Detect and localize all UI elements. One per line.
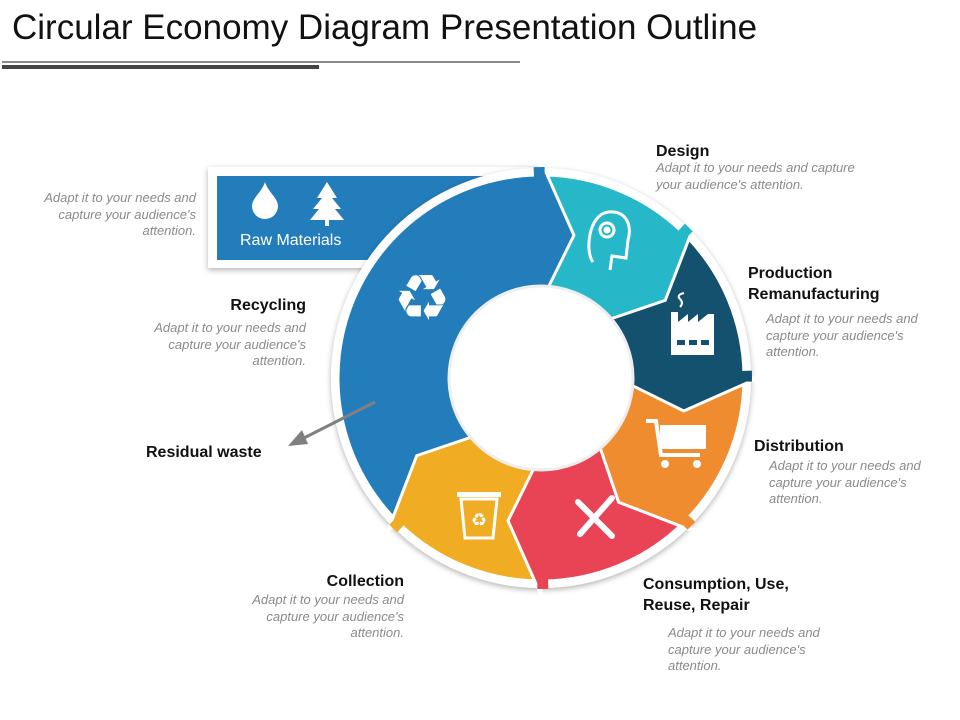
- distribution-heading: Distribution: [754, 438, 844, 455]
- distribution-description: Adapt it to your needs and capture your …: [769, 458, 921, 506]
- tree-icon: [310, 182, 344, 226]
- consumption-heading: Consumption, Use, Reuse, Repair: [643, 576, 789, 614]
- raw-materials-label: Raw Materials: [240, 232, 341, 249]
- raw-materials-description: Adapt it to your needs and capture your …: [44, 190, 196, 238]
- water-drop-icon: [252, 182, 278, 219]
- collection-description: Adapt it to your needs and capture your …: [252, 592, 404, 640]
- production-heading: Production Remanufacturing: [748, 265, 880, 303]
- tools-icon: [575, 495, 615, 539]
- arrowhead-joint-design: [596, 223, 693, 322]
- arrowhead-joint-recycling: [533, 167, 545, 297]
- residual-waste-arrow: [301, 400, 376, 441]
- recycling-heading: Recycling: [230, 297, 306, 314]
- residual-waste-arrowhead: [288, 430, 308, 446]
- title-rule-thin: [2, 61, 520, 63]
- production-description: Adapt it to your needs and capture your …: [766, 311, 918, 359]
- recycling-description: Adapt it to your needs and capture your …: [154, 320, 306, 368]
- factory-windows: [677, 340, 709, 345]
- recycle-icon: ♻: [393, 262, 450, 334]
- shopping-cart-icon: [646, 419, 706, 468]
- arrowhead-joint-production: [622, 370, 752, 382]
- page-title: Circular Economy Diagram Presentation Ou…: [12, 8, 758, 47]
- design-description: Adapt it to your needs and capture your …: [656, 160, 855, 192]
- title-rule-thick: [2, 65, 319, 69]
- consumption-description: Adapt it to your needs and capture your …: [668, 625, 820, 673]
- head-gear-icon: [587, 210, 631, 271]
- recycle-bin-icon: ♻: [457, 492, 501, 540]
- design-heading: Design: [656, 143, 710, 160]
- residual-waste-label: Residual waste: [146, 444, 262, 461]
- collection-heading: Collection: [326, 573, 404, 590]
- arrowhead-joint-consumption: [537, 459, 549, 589]
- arrowhead-joint-collection: [389, 434, 486, 533]
- arrowhead-joint-distribution: [597, 433, 696, 530]
- svg-text:♻: ♻: [471, 510, 487, 530]
- ring-center: [447, 284, 635, 472]
